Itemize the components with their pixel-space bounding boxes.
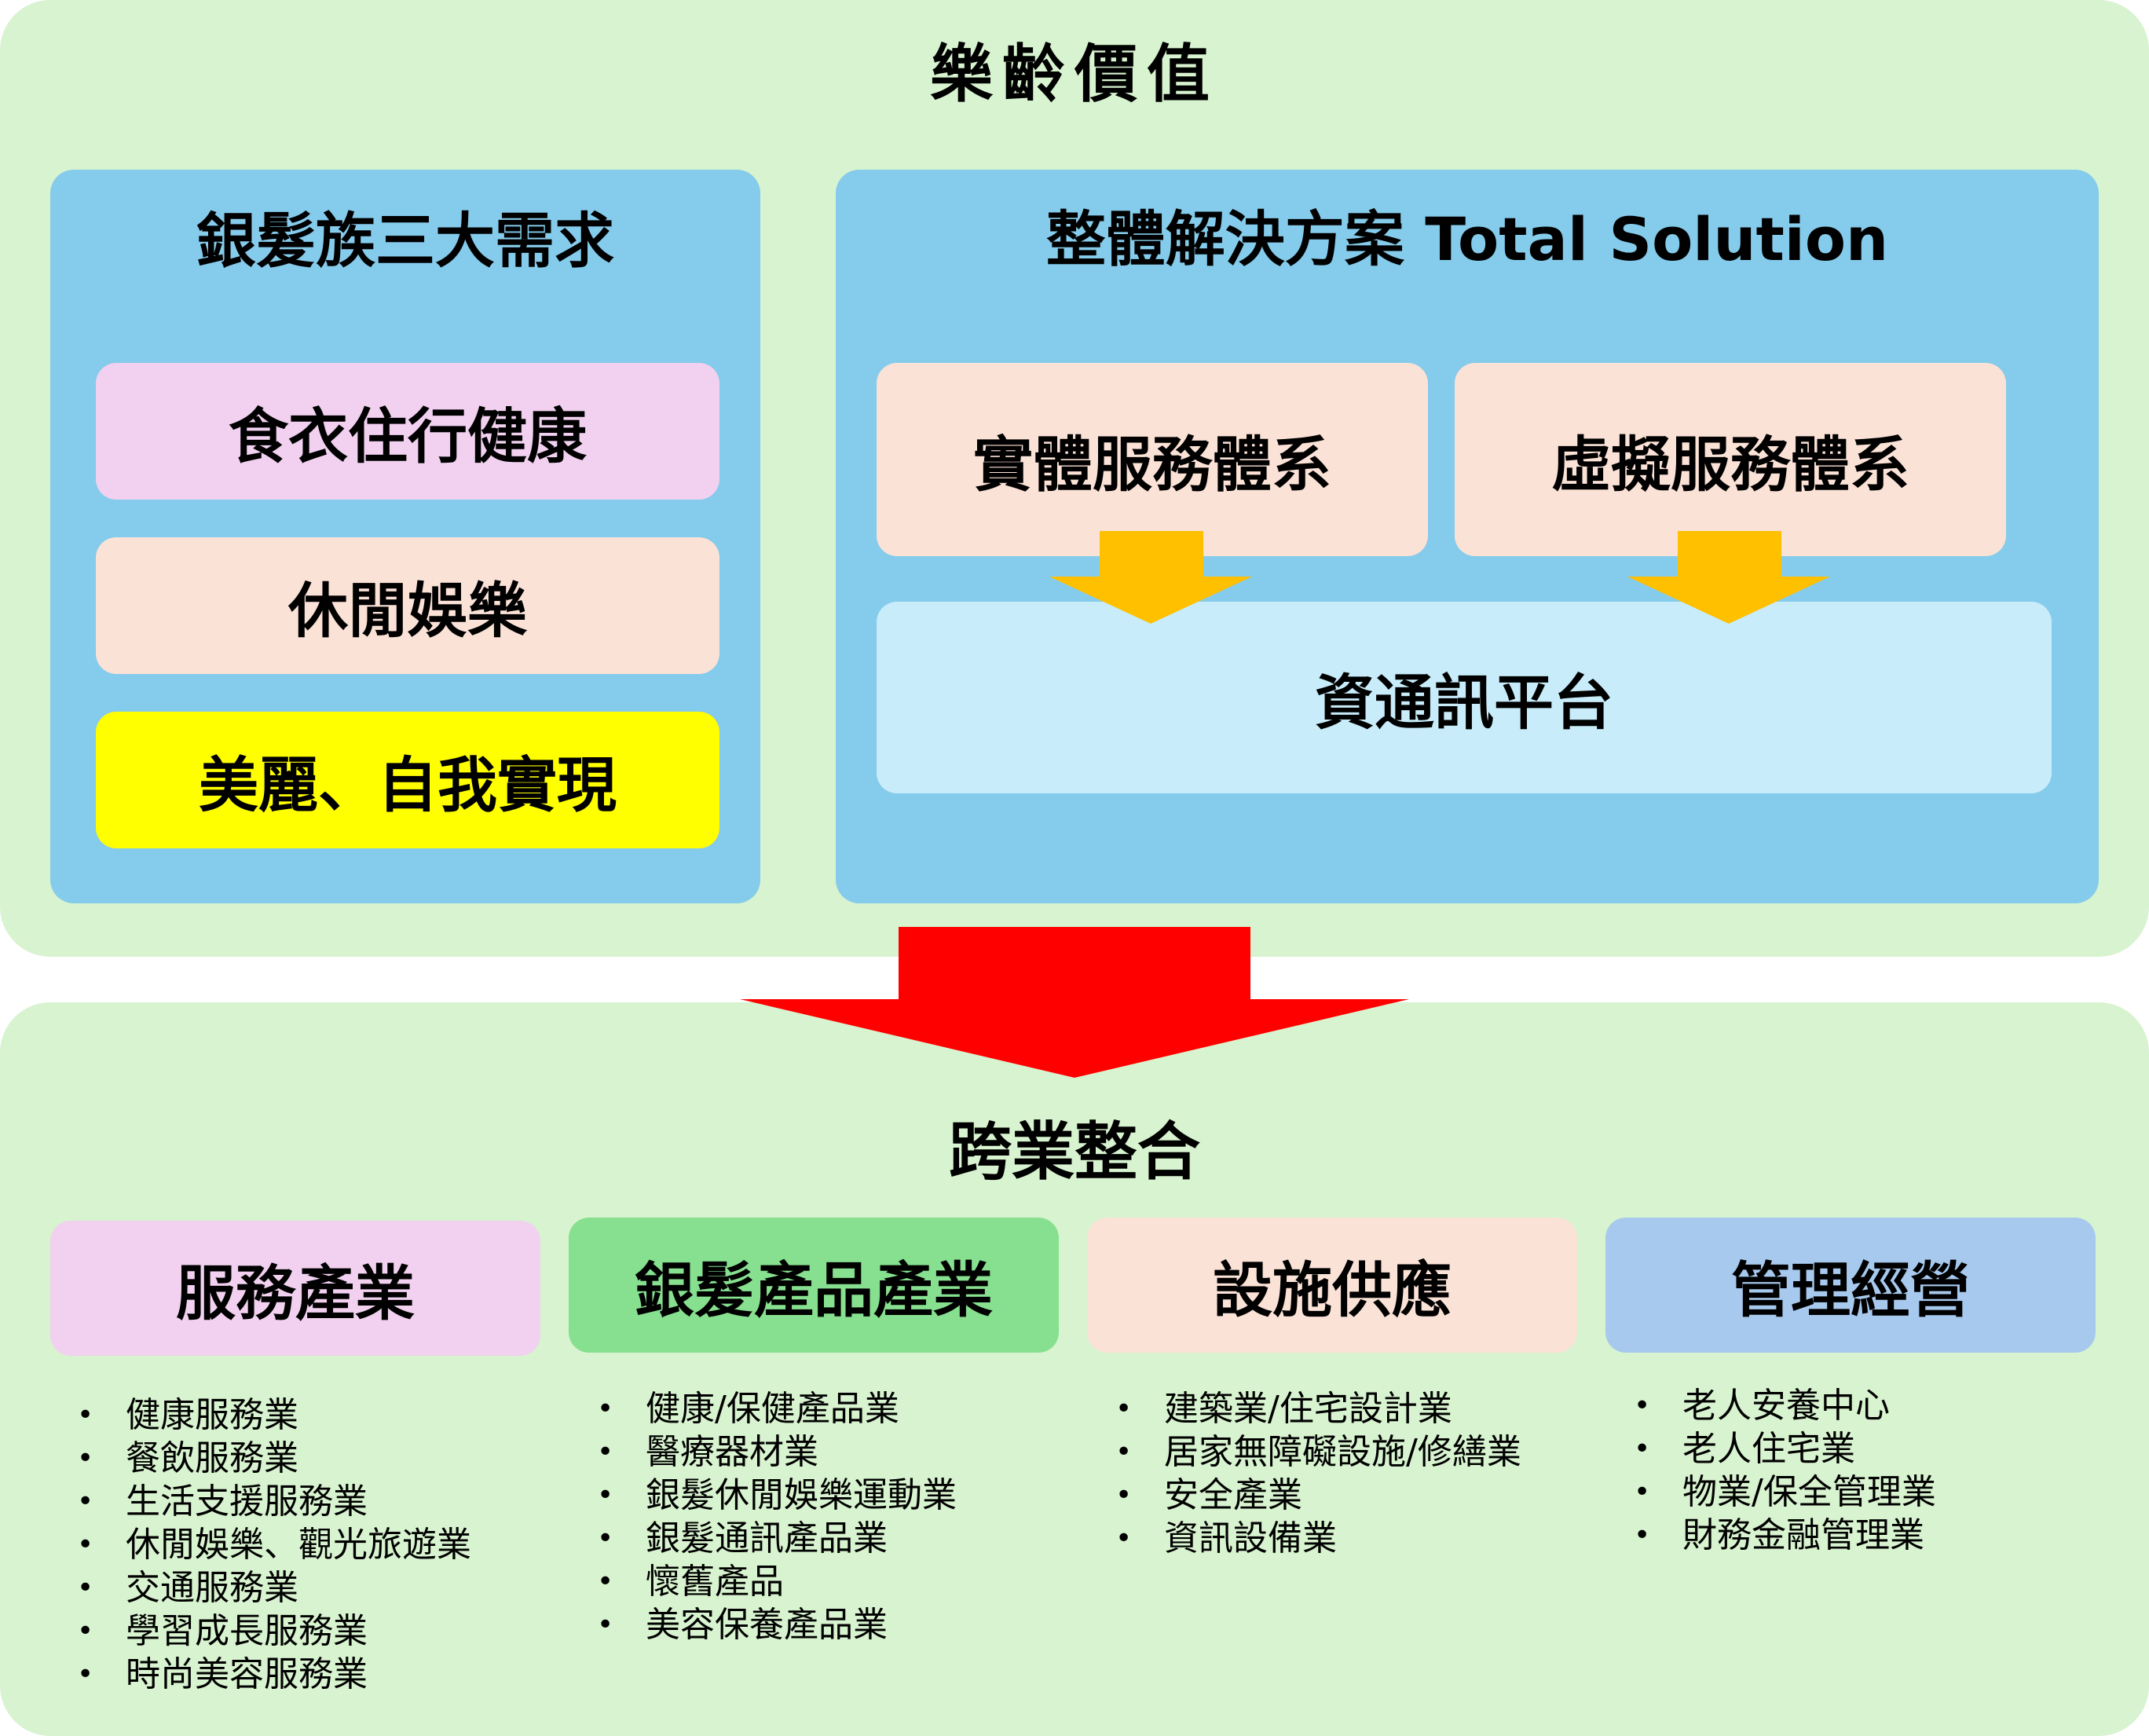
list-item: 交通服務業 bbox=[77, 1566, 471, 1610]
list-item: 學習成長服務業 bbox=[77, 1610, 471, 1653]
arrow-down-icon bbox=[1049, 531, 1252, 624]
list-item: 居家無障礙設施/修繕業 bbox=[1115, 1430, 1521, 1474]
list-item: 健康服務業 bbox=[77, 1394, 471, 1437]
facility-supply-list: 建築業/住宅設計業 居家無障礙設施/修繕業 安全產業 資訊設備業 bbox=[1115, 1387, 1521, 1560]
virtual-service-box: 虛擬服務體系 bbox=[1455, 363, 2006, 556]
solution-title: 整體解決方案 Total Solution bbox=[1045, 204, 1889, 274]
list-item: 老人安養中心 bbox=[1634, 1384, 1936, 1427]
list-item: 健康/保健產品業 bbox=[597, 1387, 957, 1430]
list-item: 美容保養產品業 bbox=[597, 1603, 957, 1646]
need-item-basic-living: 食衣住行健康 bbox=[96, 363, 719, 500]
list-item: 資訊設備業 bbox=[1115, 1517, 1521, 1560]
list-item: 安全產業 bbox=[1115, 1474, 1521, 1517]
list-item: 財務金融管理業 bbox=[1634, 1514, 1936, 1557]
category-service-industry: 服務產業 bbox=[50, 1221, 540, 1356]
list-item: 老人住宅業 bbox=[1634, 1427, 1936, 1470]
list-item: 懷舊產品 bbox=[597, 1560, 957, 1603]
management-list: 老人安養中心 老人住宅業 物業/保全管理業 財務金融管理業 bbox=[1634, 1384, 1936, 1557]
bottom-panel-title: 跨業整合 bbox=[949, 1115, 1200, 1188]
list-item: 物業/保全管理業 bbox=[1634, 1470, 1936, 1514]
list-item: 醫療器材業 bbox=[597, 1430, 957, 1474]
top-panel-title: 樂齡價值 bbox=[930, 38, 1219, 111]
list-item: 銀髮通訊產品業 bbox=[597, 1517, 957, 1560]
big-arrow-down-icon bbox=[740, 927, 1409, 1078]
list-item: 餐飲服務業 bbox=[77, 1437, 471, 1480]
ict-platform-box: 資通訊平台 bbox=[877, 602, 2052, 793]
senior-products-list: 健康/保健產品業 醫療器材業 銀髮休閒娛樂運動業 銀髮通訊產品業 懷舊產品 美容… bbox=[597, 1387, 957, 1646]
category-facility-supply: 設施供應 bbox=[1087, 1218, 1577, 1353]
category-senior-products: 銀髮產品產業 bbox=[569, 1218, 1059, 1353]
needs-title: 銀髮族三大需求 bbox=[196, 206, 614, 276]
category-management: 管理經營 bbox=[1605, 1218, 2096, 1353]
list-item: 建築業/住宅設計業 bbox=[1115, 1387, 1521, 1430]
arrow-down-icon bbox=[1627, 531, 1830, 624]
service-industry-list: 健康服務業 餐飲服務業 生活支援服務業 休閒娛樂、觀光旅遊業 交通服務業 學習成… bbox=[77, 1394, 471, 1696]
list-item: 銀髮休閒娛樂運動業 bbox=[597, 1474, 957, 1517]
physical-service-box: 實體服務體系 bbox=[877, 363, 1428, 556]
list-item: 休閒娛樂、觀光旅遊業 bbox=[77, 1523, 471, 1566]
need-item-self-actualization: 美麗、自我實現 bbox=[96, 712, 719, 848]
list-item: 時尚美容服務業 bbox=[77, 1653, 471, 1696]
need-item-leisure: 休閒娛樂 bbox=[96, 537, 719, 674]
list-item: 生活支援服務業 bbox=[77, 1480, 471, 1523]
